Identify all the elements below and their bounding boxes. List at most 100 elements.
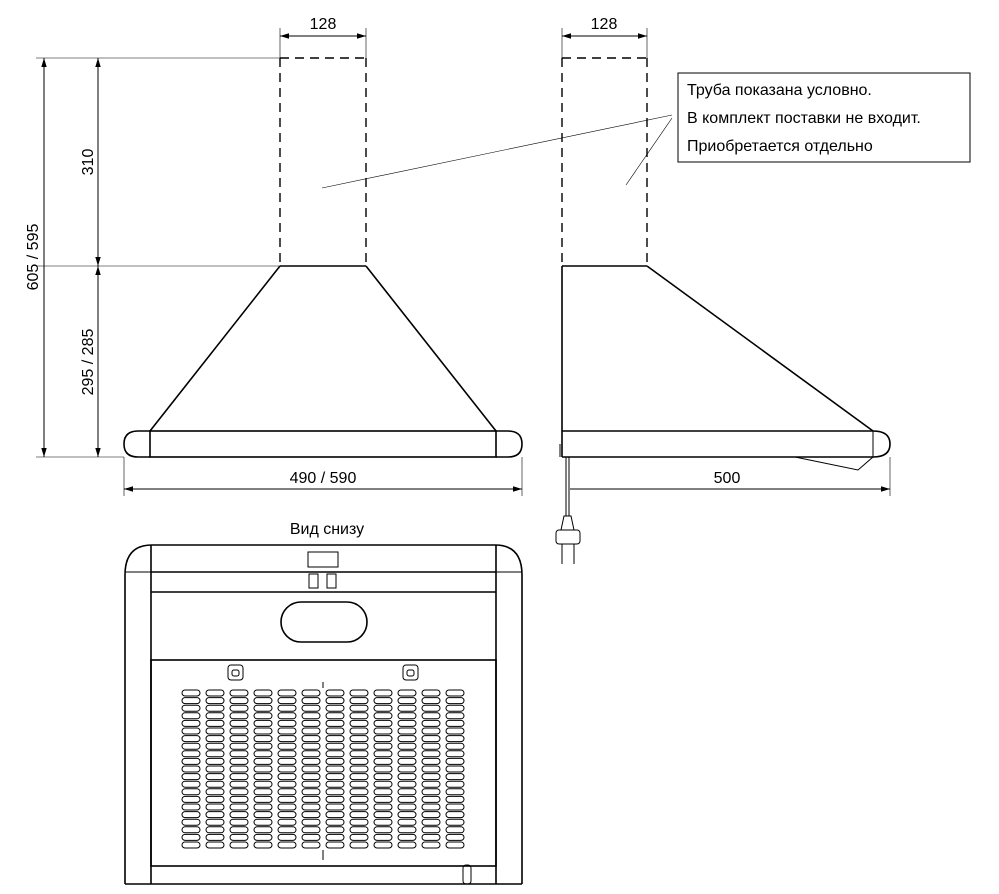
filter-slot [397,727,417,735]
filter-slot [349,788,369,796]
filter-slot [445,735,465,743]
filter-slot [325,689,345,697]
front-view: 128 605 / 595 310 295 / 285 490 / 590 [25,16,673,496]
filter-handle-icon [462,864,472,885]
filter-slot [349,697,369,705]
filter-slot [445,803,465,811]
filter-slot [421,704,441,712]
filter-slot [253,826,273,834]
filter-slot [229,712,249,720]
filter-slot [373,750,393,758]
filter-slot [301,750,321,758]
filter-slot [373,788,393,796]
filter-slot [373,712,393,720]
filter-slot [205,735,225,743]
filter-slot [301,742,321,750]
filter-slot [181,773,201,781]
filter-slot [373,697,393,705]
filter-slot [181,757,201,765]
filter-slot [349,765,369,773]
filter-slot [229,826,249,834]
filter-slot [181,795,201,803]
filter-slot [277,841,297,849]
note-frame [677,72,971,163]
filter-slot [205,788,225,796]
filter-slot [373,795,393,803]
filter-latch-right-icon [402,664,419,681]
filter-slot [277,712,297,720]
filter-slot [445,712,465,720]
filter-slot [325,780,345,788]
filter-slot [397,803,417,811]
filter-slot [181,811,201,819]
filter-slot [445,826,465,834]
filter-slot [277,765,297,773]
filter-slot [445,750,465,758]
filter-slot [229,757,249,765]
filter-slot [205,795,225,803]
filter-slot [325,712,345,720]
total-height-label: 605 / 595 [25,224,42,291]
filter-slot [181,780,201,788]
filter-slot [421,795,441,803]
filter-slot [445,811,465,819]
depth-label: 500 [714,470,741,487]
filter-slot [301,719,321,727]
filter-slots-grid [181,689,465,849]
filter-slot [421,697,441,705]
filter-slot [229,795,249,803]
filter-slot [349,689,369,697]
filter-slot [253,704,273,712]
front-note-leader [321,114,673,189]
filter-slot [301,780,321,788]
filter-slot [301,757,321,765]
side-hood-body [559,265,891,471]
filter-slot [397,788,417,796]
filter-slot [421,818,441,826]
filter-slot [445,780,465,788]
filter-slot [181,727,201,735]
filter-slot [349,757,369,765]
filter-slot [229,803,249,811]
filter-slot [397,826,417,834]
filter-slot [421,719,441,727]
filter-slot [205,765,225,773]
filter-slot [277,795,297,803]
filter-slot [301,788,321,796]
side-pipe-width-label: 128 [591,16,618,33]
filter-slot [301,811,321,819]
filter-slot [373,826,393,834]
filter-slot [277,780,297,788]
pipe-width-label: 128 [310,16,337,33]
filter-slot [181,704,201,712]
filter-slot [229,689,249,697]
bottom-view: Вид снизу [124,521,523,885]
filter-slot [253,719,273,727]
filter-slot [229,780,249,788]
filter-slot [349,735,369,743]
filter-slot [325,750,345,758]
filter-slot [325,833,345,841]
power-plug-icon [555,457,581,564]
filter-slot [181,750,201,758]
filter-slot [277,742,297,750]
filter-slot [421,841,441,849]
button-speed-1-icon [308,573,319,589]
side-view: 128 500 [555,16,891,564]
filter-slot [253,803,273,811]
filter-slot [181,818,201,826]
filter-slot [205,697,225,705]
control-panel [307,551,339,589]
filter-slot [301,712,321,720]
filter-slot [301,833,321,841]
filter-slot [181,719,201,727]
filter-slot [277,757,297,765]
filter-slot [205,833,225,841]
filter-slot [253,788,273,796]
filter-slot [253,757,273,765]
filter-slot [397,689,417,697]
filter-slot [349,841,369,849]
filter-slot [205,841,225,849]
filter-slot [397,841,417,849]
filter-slot [373,757,393,765]
